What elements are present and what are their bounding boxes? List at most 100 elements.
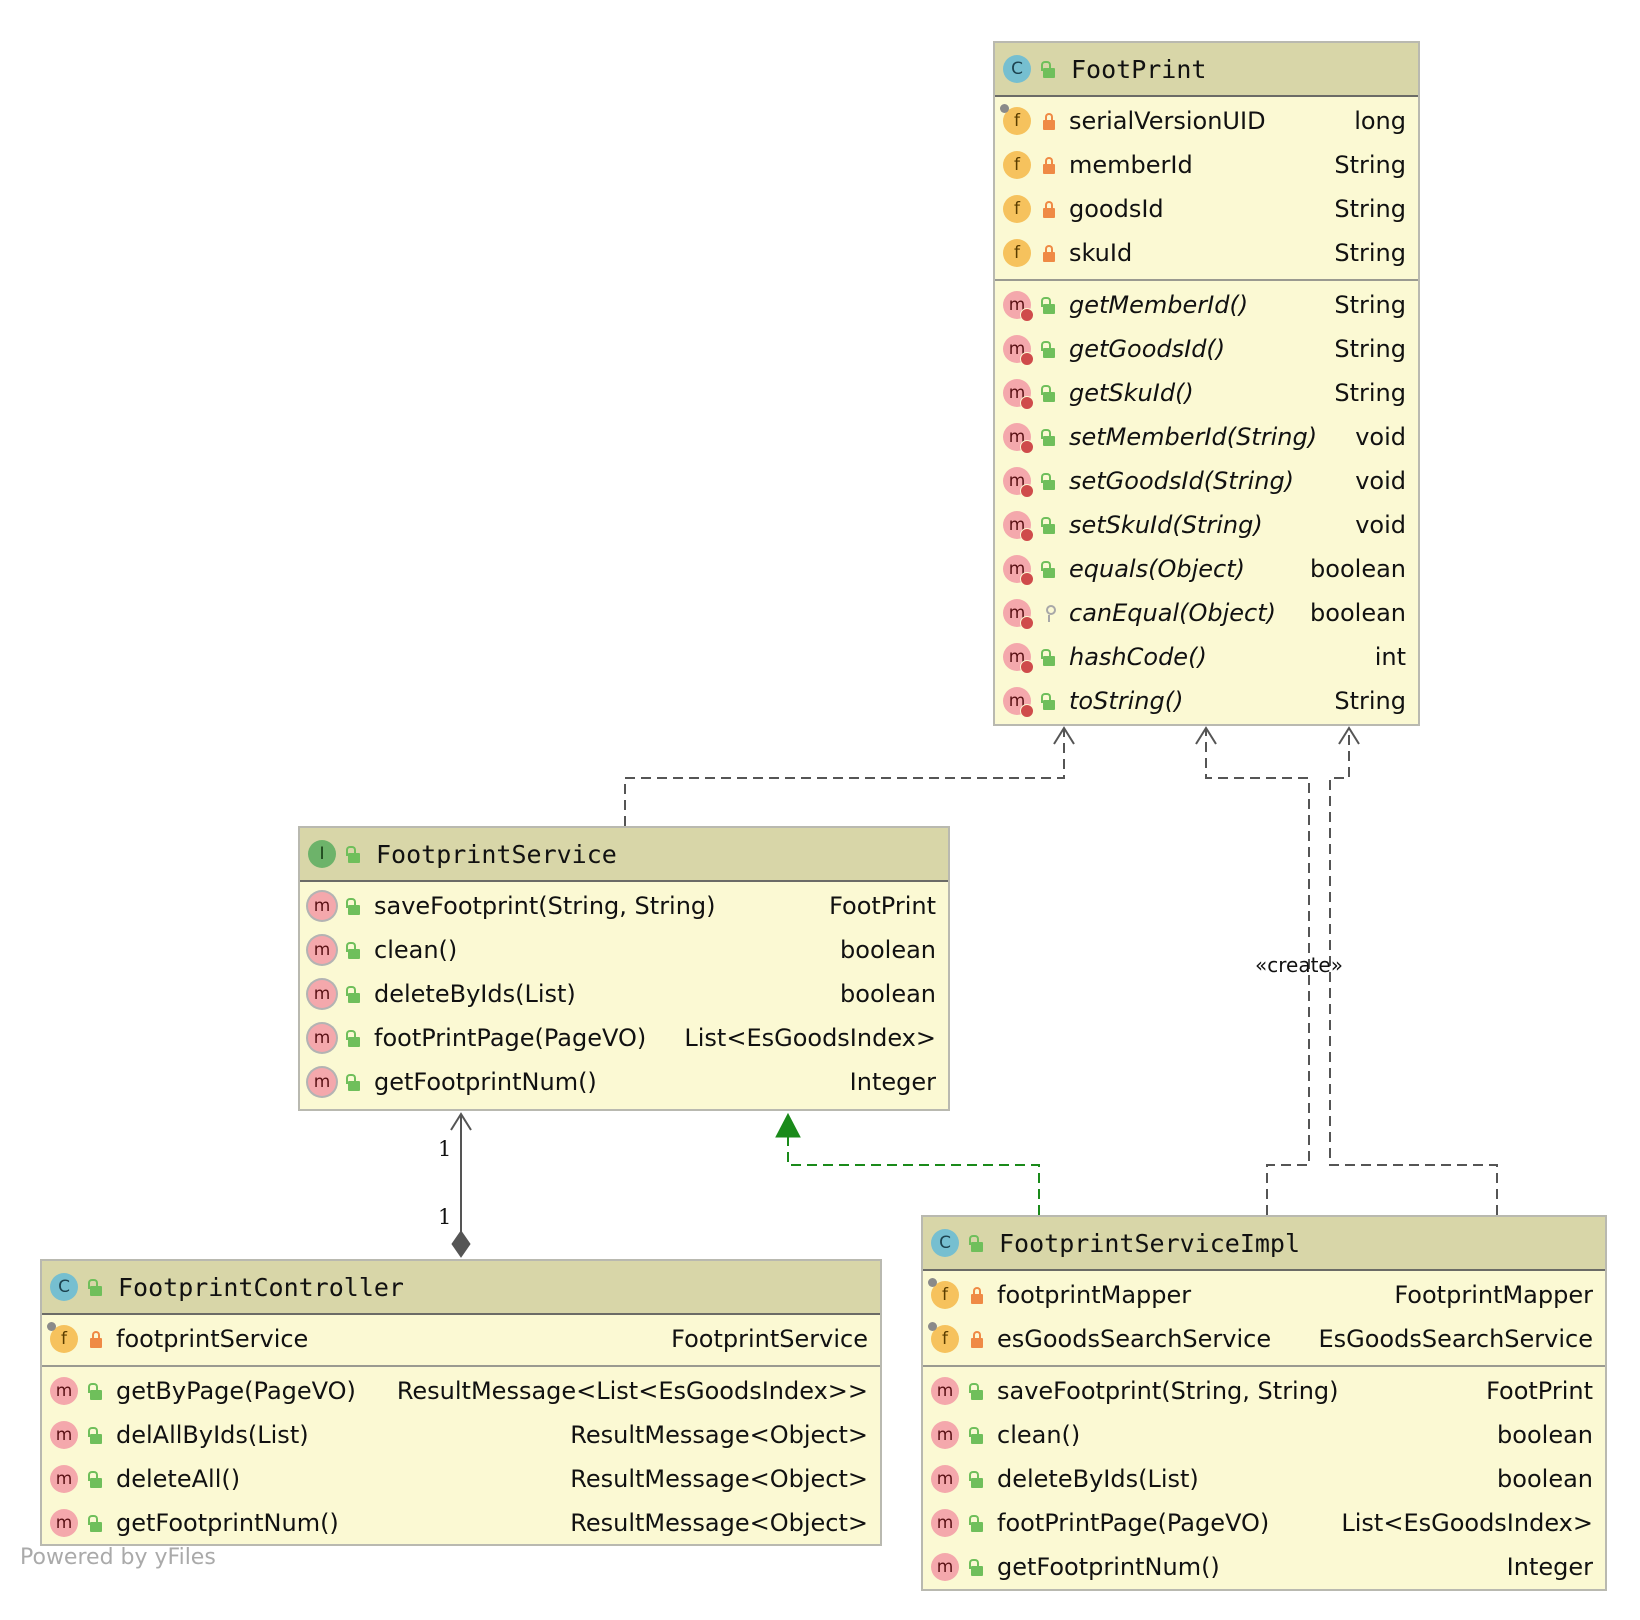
interface-icon: I [308,840,336,868]
method-row[interactable]: m getByPage(PageVO) ResultMessage<List<E… [42,1369,880,1413]
field-name: footprintService [116,1325,309,1353]
public-lock-icon [1041,384,1057,402]
field-row[interactable]: f esGoodsSearchService EsGoodsSearchServ… [923,1317,1605,1361]
create-arrowhead [1195,726,1217,745]
method-type: String [1334,379,1406,407]
method-row[interactable]: m saveFootprint(String, String) FootPrin… [923,1369,1605,1413]
class-title: FootprintServiceImpl [999,1228,1301,1258]
public-lock-icon [346,941,362,959]
public-lock-icon [346,1029,362,1047]
class-footprint[interactable]: C FootPrint f serialVersionUID long f me… [993,41,1420,726]
method-icon: m [308,1024,336,1052]
method-row[interactable]: m canEqual(Object) boolean [995,591,1418,635]
method-name: saveFootprint(String, String) [374,892,716,920]
method-icon: m [931,1465,959,1493]
public-lock-icon [346,897,362,915]
method-row[interactable]: m getGoodsId() String [995,327,1418,371]
multiplicity-label-controller-end: 1 [438,1205,452,1229]
method-icon: m [308,892,336,920]
class-icon: C [1003,55,1031,83]
class-title: FootPrint [1071,54,1207,84]
method-type: List<EsGoodsIndex> [684,1024,936,1052]
field-type: FootprintMapper [1394,1281,1593,1309]
private-lock-icon [969,1286,985,1304]
field-name: memberId [1069,151,1193,179]
private-lock-icon [969,1330,985,1348]
method-name: getMemberId() [1069,291,1249,319]
method-row[interactable]: m saveFootprint(String, String) FootPrin… [300,884,948,928]
method-row[interactable]: m equals(Object) boolean [995,547,1418,591]
multiplicity-label-service-end: 1 [438,1137,452,1161]
method-name: footPrintPage(PageVO) [997,1509,1270,1537]
method-row[interactable]: m getSkuId() String [995,371,1418,415]
public-lock-icon [1041,340,1057,358]
method-type: void [1355,423,1406,451]
class-title: FootprintService [376,839,617,869]
class-footprint-service-impl[interactable]: C FootprintServiceImpl f footprintMapper… [921,1215,1607,1591]
field-row[interactable]: f goodsId String [995,187,1418,231]
method-row[interactable]: m setGoodsId(String) void [995,459,1418,503]
field-icon: f [1000,104,1031,135]
method-row[interactable]: m footPrintPage(PageVO) List<EsGoodsInde… [923,1501,1605,1545]
method-row[interactable]: m getFootprintNum() ResultMessage<Object… [42,1501,880,1545]
method-type: String [1334,335,1406,363]
methods-section: m saveFootprint(String, String) FootPrin… [923,1365,1605,1593]
field-row[interactable]: f serialVersionUID long [995,99,1418,143]
method-row[interactable]: m setSkuId(String) void [995,503,1418,547]
method-row[interactable]: m hashCode() int [995,635,1418,679]
dependency-arrowhead [1053,726,1075,745]
field-type: String [1334,195,1406,223]
public-lock-icon [346,845,362,863]
method-row[interactable]: m setMemberId(String) void [995,415,1418,459]
method-type: boolean [840,936,936,964]
field-row[interactable]: f memberId String [995,143,1418,187]
method-row[interactable]: m deleteByIds(List) boolean [923,1457,1605,1501]
method-row[interactable]: m clean() boolean [923,1413,1605,1457]
fields-section: f serialVersionUID long f memberId Strin… [995,97,1418,279]
field-row[interactable]: f footprintService FootprintService [42,1317,880,1361]
class-footprint-controller[interactable]: C FootprintController f footprintService… [40,1259,882,1546]
field-name: esGoodsSearchService [997,1325,1272,1353]
method-row[interactable]: m getMemberId() String [995,283,1418,327]
method-name: clean() [997,1421,1081,1449]
method-row[interactable]: m toString() String [995,679,1418,723]
method-name: getByPage(PageVO) [116,1377,356,1405]
method-type: ResultMessage<Object> [570,1421,868,1449]
method-icon: m [50,1465,78,1493]
method-row[interactable]: m getFootprintNum() Integer [923,1545,1605,1589]
method-row[interactable]: m delAllByIds(List) ResultMessage<Object… [42,1413,880,1457]
method-row[interactable]: m getFootprintNum() Integer [300,1060,948,1104]
method-type: void [1355,511,1406,539]
class-icon: C [931,1229,959,1257]
method-row[interactable]: m footPrintPage(PageVO) List<EsGoodsInde… [300,1016,948,1060]
method-row[interactable]: m deleteAll() ResultMessage<Object> [42,1457,880,1501]
method-type: boolean [1310,599,1406,627]
method-type: Integer [1506,1553,1593,1581]
public-lock-icon [1041,296,1057,314]
field-name: goodsId [1069,195,1164,223]
method-icon: m [1003,335,1034,366]
protected-key-icon [1041,604,1057,622]
field-row[interactable]: f footprintMapper FootprintMapper [923,1273,1605,1317]
method-icon: m [308,1068,336,1096]
interface-footprint-service[interactable]: I FootprintService m saveFootprint(Strin… [298,826,950,1111]
field-row[interactable]: f skuId String [995,231,1418,275]
method-row[interactable]: m clean() boolean [300,928,948,972]
public-lock-icon [88,1278,104,1296]
method-name: getFootprintNum() [374,1068,597,1096]
method-type: List<EsGoodsIndex> [1341,1509,1593,1537]
public-lock-icon [88,1470,104,1488]
class-header: C FootPrint [995,43,1418,97]
method-icon: m [1003,423,1034,454]
public-lock-icon [1041,428,1057,446]
method-type: String [1334,687,1406,715]
method-icon: m [50,1421,78,1449]
public-lock-icon [969,1426,985,1444]
public-lock-icon [1041,648,1057,666]
composition-arrowhead [450,1112,472,1131]
private-lock-icon [1041,112,1057,130]
method-type: boolean [1497,1465,1593,1493]
method-icon: m [1003,687,1034,718]
method-row[interactable]: m deleteByIds(List) boolean [300,972,948,1016]
